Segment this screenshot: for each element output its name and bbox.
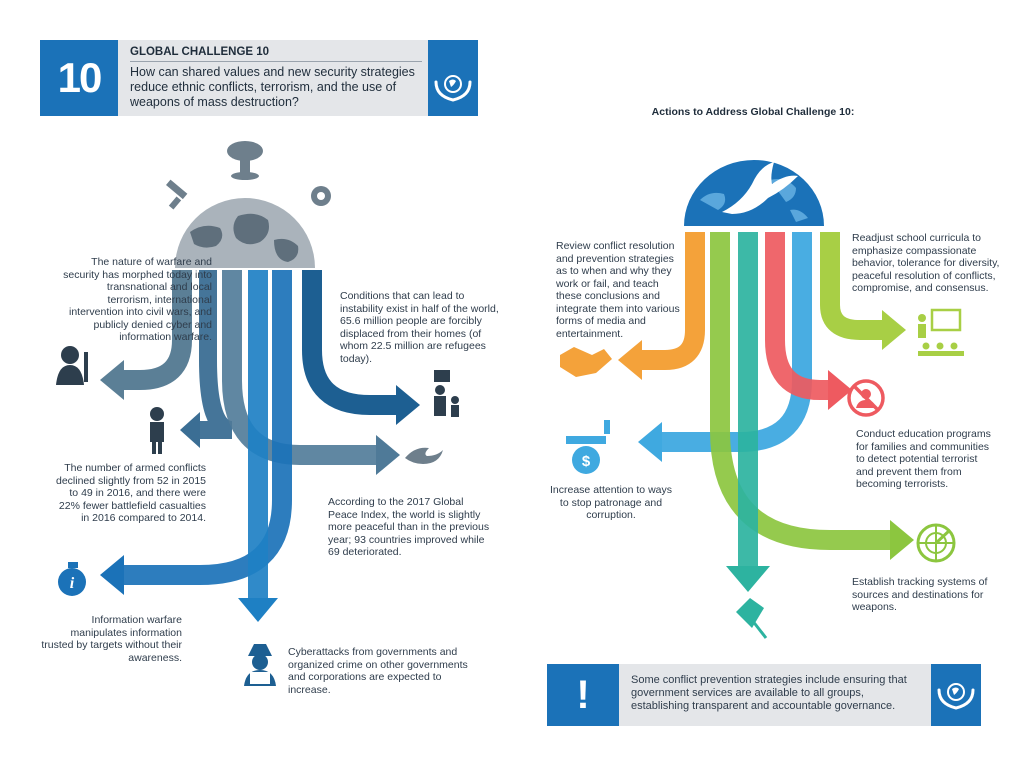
globe-dove-icon — [684, 160, 824, 226]
radiation-icon — [311, 186, 331, 206]
no-terrorist-icon — [847, 379, 885, 417]
callout-body: Some conflict prevention strategies incl… — [619, 664, 931, 726]
svg-text:$: $ — [582, 453, 591, 470]
peace-index-text: According to the 2017 Global Peace Index… — [328, 496, 490, 558]
tracking-systems-text: Establish tracking systems of sources an… — [852, 576, 988, 613]
radar-icon — [916, 523, 956, 563]
warfare-text: The nature of warfare and security has m… — [63, 256, 212, 343]
globe-hands-icon — [931, 664, 981, 726]
education-programs-text: Conduct education programs for families … — [856, 428, 991, 490]
conditions-text: Conditions that can lead to instability … — [340, 290, 499, 365]
callout-text: Some conflict prevention strategies incl… — [631, 674, 907, 712]
broken-weapon-icon — [736, 598, 768, 639]
left-arrows — [100, 270, 420, 622]
challenge-question: How can shared values and new security s… — [130, 65, 415, 109]
grenade-icon: i — [58, 562, 86, 596]
header-divider — [130, 61, 422, 62]
globe-icon — [175, 198, 315, 268]
money-bag-icon: $ — [566, 420, 610, 474]
patronage-text: Increase attention to ways to stop patro… — [550, 484, 672, 521]
gun-icon — [166, 179, 188, 210]
classroom-icon — [918, 308, 964, 356]
callout-box: ! Some conflict prevention strategies in… — [547, 664, 981, 726]
armed-conflicts-text: The number of armed conflicts declined s… — [56, 462, 207, 524]
challenge-title: GLOBAL CHALLENGE 10 — [130, 46, 270, 58]
explosion-icon — [227, 141, 263, 180]
challenge-number: 10 — [40, 40, 118, 116]
soldier-icon — [150, 407, 164, 454]
handshake-icon — [560, 347, 612, 377]
hacker-icon — [244, 644, 276, 686]
information-warfare-text: Information warfare manipulates informat… — [41, 614, 182, 664]
right-arrows — [618, 232, 914, 592]
dove-icon — [405, 447, 443, 464]
terrorist-icon — [56, 346, 88, 385]
school-curricula-text: Readjust school curricula to emphasize c… — [852, 232, 1000, 294]
header-body: GLOBAL CHALLENGE 10 How can shared value… — [118, 40, 428, 116]
exclamation-icon: ! — [547, 664, 619, 726]
actions-title: Actions to Address Global Challenge 10: — [651, 106, 855, 118]
refugee-icon — [434, 370, 459, 417]
review-strategies-text: Review conflict resolution and preventio… — [556, 240, 680, 340]
challenge-header: 10 GLOBAL CHALLENGE 10 How can shared va… — [40, 40, 478, 116]
cyberattacks-text: Cyberattacks from governments and organi… — [288, 646, 468, 696]
globe-hands-icon — [428, 40, 478, 116]
svg-text:i: i — [70, 575, 75, 592]
